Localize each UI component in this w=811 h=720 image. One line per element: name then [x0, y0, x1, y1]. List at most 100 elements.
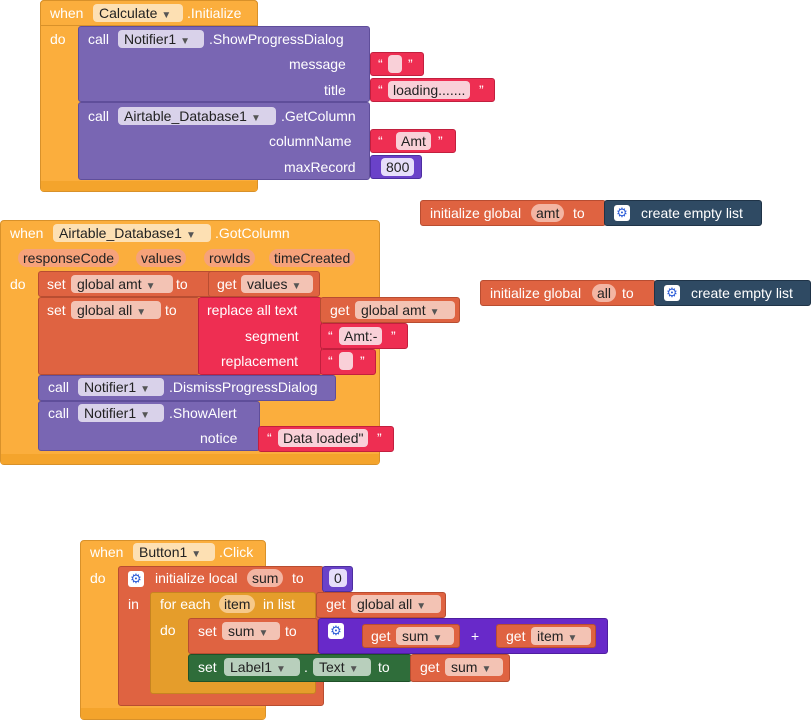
variable-dropdown[interactable]: global all▼: [351, 595, 441, 613]
variable-name: global all: [357, 596, 413, 612]
quote-right: ”: [479, 82, 484, 98]
quote-left: “: [267, 430, 272, 446]
quote-left: “: [378, 133, 383, 149]
text-value[interactable]: [339, 352, 353, 370]
gear-icon[interactable]: ⚙: [664, 285, 680, 301]
variable-dropdown[interactable]: item▼: [531, 627, 591, 645]
to-keyword: to: [622, 285, 634, 301]
loop-variable[interactable]: item: [219, 595, 256, 613]
get-keyword: get: [420, 659, 440, 675]
set-keyword: set: [198, 623, 217, 639]
dropdown-arrow-icon: ▼: [185, 230, 196, 241]
number-value[interactable]: 0: [329, 569, 347, 587]
variable-dropdown[interactable]: global amt▼: [355, 301, 455, 319]
variable-name: sum: [451, 659, 478, 675]
param-values[interactable]: values: [136, 249, 187, 267]
arg-label: replacement: [221, 353, 299, 369]
call-show-alert[interactable]: [38, 401, 260, 451]
dropdown-arrow-icon: ▼: [291, 281, 302, 292]
text-value[interactable]: Amt: [396, 132, 431, 150]
do-keyword: do: [10, 276, 26, 292]
when-keyword: when: [50, 5, 84, 21]
component-dropdown[interactable]: Calculate▼: [93, 4, 183, 22]
property-dropdown[interactable]: Text▼: [313, 658, 371, 676]
replace-all-text-label: replace all text: [207, 302, 298, 318]
method-name: .GetColumn: [281, 108, 356, 124]
variable-name[interactable]: sum: [247, 569, 284, 587]
variable-name[interactable]: amt: [531, 204, 565, 222]
create-empty-list-block[interactable]: [604, 200, 762, 226]
number-value[interactable]: 800: [381, 158, 415, 176]
dropdown-arrow-icon: ▼: [567, 633, 578, 644]
dropdown-arrow-icon: ▼: [416, 601, 427, 612]
arg-label: columnName: [269, 133, 352, 149]
variable-dropdown[interactable]: sum▼: [396, 627, 454, 645]
text-value[interactable]: Amt:-: [339, 327, 383, 345]
variable-dropdown[interactable]: values▼: [241, 275, 313, 293]
initialize-global-label: initialize global: [490, 285, 582, 301]
gear-icon[interactable]: ⚙: [128, 571, 144, 587]
dropdown-arrow-icon: ▼: [136, 307, 147, 318]
gear-icon[interactable]: ⚙: [328, 623, 344, 639]
get-keyword: get: [371, 628, 391, 644]
variable-name: sum: [228, 623, 255, 639]
component-dropdown[interactable]: Notifier1▼: [118, 30, 204, 48]
variable-dropdown[interactable]: global amt▼: [71, 275, 173, 293]
component-dropdown[interactable]: Notifier1▼: [78, 404, 164, 422]
dropdown-arrow-icon: ▼: [432, 633, 443, 644]
initialize-global-label: initialize global: [430, 205, 522, 221]
variable-name: global all: [77, 302, 133, 318]
component-name: Airtable_Database1: [124, 108, 247, 124]
component-name: Notifier1: [84, 405, 137, 421]
component-dropdown[interactable]: Notifier1▼: [78, 378, 164, 396]
call-keyword: call: [88, 31, 110, 47]
replace-all-text-block[interactable]: [198, 297, 322, 375]
component-dropdown[interactable]: Button1▼: [133, 543, 215, 561]
dropdown-arrow-icon: ▼: [191, 549, 202, 560]
component-dropdown[interactable]: Airtable_Database1▼: [118, 107, 276, 125]
component-dropdown[interactable]: Airtable_Database1▼: [53, 224, 211, 242]
to-keyword: to: [573, 205, 585, 221]
method-name: .DismissProgressDialog: [169, 379, 318, 395]
gear-icon[interactable]: ⚙: [614, 205, 630, 221]
component-name: Calculate: [99, 5, 158, 21]
param-row-ids[interactable]: rowIds: [204, 249, 256, 267]
dropdown-arrow-icon: ▼: [429, 307, 440, 318]
get-keyword: get: [330, 302, 350, 318]
create-empty-list-label: create empty list: [641, 205, 743, 221]
text-value[interactable]: Data loaded": [278, 429, 369, 447]
component-name: Airtable_Database1: [59, 225, 182, 241]
text-value[interactable]: [388, 55, 402, 73]
variable-dropdown[interactable]: sum▼: [222, 622, 280, 640]
quote-right: ”: [391, 328, 396, 344]
call-keyword: call: [48, 379, 70, 395]
component-dropdown[interactable]: Label1▼: [224, 658, 300, 676]
for-each-keyword: for each: [160, 596, 211, 612]
variable-dropdown[interactable]: global all▼: [71, 301, 161, 319]
quote-left: “: [378, 56, 383, 72]
quote-right: ”: [377, 430, 382, 446]
set-keyword: set: [47, 302, 66, 318]
in-keyword: in: [128, 596, 139, 612]
get-keyword: get: [506, 628, 526, 644]
do-keyword: do: [90, 570, 106, 586]
dropdown-arrow-icon: ▼: [140, 384, 151, 395]
component-name: Label1: [230, 659, 273, 675]
param-time-created[interactable]: timeCreated: [269, 249, 356, 267]
initialize-global-amt[interactable]: [420, 200, 606, 226]
method-name: .ShowProgressDialog: [209, 31, 344, 47]
component-name: Button1: [139, 544, 188, 560]
initialize-global-all[interactable]: [480, 280, 656, 306]
dropdown-arrow-icon: ▼: [180, 36, 191, 47]
text-value[interactable]: loading.......: [388, 81, 471, 99]
variable-dropdown[interactable]: sum▼: [445, 658, 503, 676]
arg-label: segment: [245, 328, 299, 344]
arg-label: title: [324, 82, 346, 98]
param-response-code[interactable]: responseCode: [18, 249, 120, 267]
variable-name[interactable]: all: [592, 284, 617, 302]
to-keyword: to: [176, 276, 188, 292]
to-keyword: to: [292, 570, 304, 586]
property-name: Text: [319, 659, 345, 675]
plus-operator: +: [471, 628, 480, 644]
method-name: .ShowAlert: [169, 405, 237, 421]
